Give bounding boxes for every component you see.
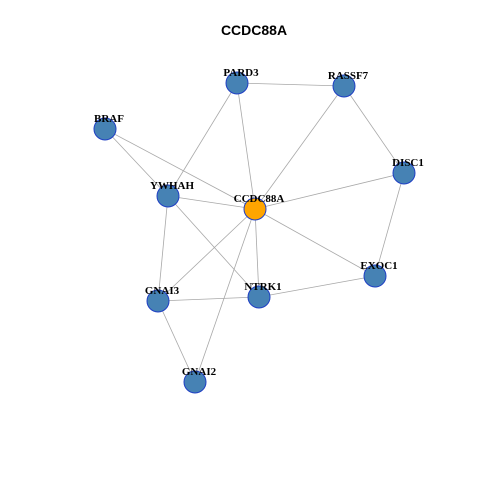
edge-ccdc88a-exoc1 [254,208,376,277]
node-circle [146,289,170,313]
edge-gnai3-gnai2 [157,300,196,383]
edge-rassf7-disc1 [343,85,405,174]
edge-ccdc88a-gnai2 [194,208,256,383]
node-circle [225,71,249,95]
node-label: GNAI3 [145,285,180,297]
edge-exoc1-ntrk1 [258,275,376,298]
edge-ywhah-ccdc88a [167,195,256,210]
edge-disc1-exoc1 [374,172,405,277]
edge-pard3-ywhah [167,82,238,197]
node-label: CCDC88A [234,193,285,205]
node-disc1: DISC1 [392,157,424,185]
node-circle [93,117,117,141]
edge-ntrk1-gnai3 [157,296,260,302]
node-circle [392,161,416,185]
node-label: GNAI2 [182,366,217,378]
node-label: BRAF [94,113,124,125]
node-label: DISC1 [392,157,424,169]
node-label: PARD3 [223,67,259,79]
node-label: RASSF7 [328,70,369,82]
edge-ywhah-gnai3 [157,195,169,302]
node-circle [363,264,387,288]
edge-pard3-ccdc88a [236,82,256,210]
node-pard3: PARD3 [223,67,259,95]
edge-ccdc88a-gnai3 [157,208,256,302]
node-gnai3: GNAI3 [145,285,180,313]
edge-disc1-ccdc88a [254,172,405,210]
node-gnai2: GNAI2 [182,366,217,394]
node-braf: BRAF [93,113,124,141]
edge-braf-ccdc88a [104,128,256,210]
edge-pard3-rassf7 [236,82,345,87]
node-ywhah: YWHAH [150,180,194,208]
node-exoc1: EXOC1 [360,260,398,288]
edge-rassf7-ccdc88a [254,85,345,210]
edge-ywhah-ntrk1 [167,195,260,298]
node-circle [183,370,207,394]
node-label: EXOC1 [360,260,397,272]
node-circle [247,285,271,309]
edge-ccdc88a-ntrk1 [254,208,260,298]
node-label: NTRK1 [244,281,281,293]
node-circle [156,184,180,208]
node-circle [243,197,267,221]
node-circle [332,74,356,98]
edge-layer [104,82,405,383]
node-label: YWHAH [150,180,194,192]
node-ntrk1: NTRK1 [244,281,282,309]
node-rassf7: RASSF7 [328,70,369,98]
edge-braf-ywhah [104,128,169,197]
graph-title: CCDC88A [221,22,287,38]
node-ccdc88a: CCDC88A [234,193,285,221]
